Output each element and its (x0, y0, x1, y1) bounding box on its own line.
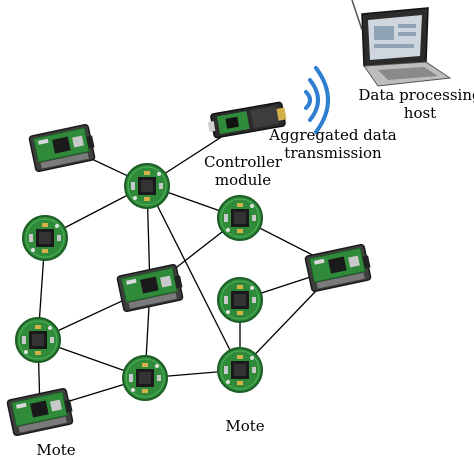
controller-label-line2: module (215, 171, 271, 189)
network-links (37, 124, 339, 411)
mote-rect-center (116, 262, 186, 313)
controller-label-line1: Controller (204, 153, 283, 171)
aggregated-label-line2: transmission (284, 144, 382, 162)
mote-rect-top-left (28, 122, 98, 173)
mote-round-left (22, 215, 68, 261)
mote-label-bottom-left: Mote (36, 441, 75, 458)
host-label-line2: host (404, 104, 436, 122)
mote-round-center-lower (122, 355, 168, 401)
mote-rect-bottom-left (6, 386, 76, 437)
mote-round-left-lower (15, 317, 61, 363)
mote-round-right-upper (217, 195, 263, 241)
wifi-signal-icon (304, 66, 330, 134)
link (146, 184, 241, 371)
mote-rect-right (304, 242, 374, 293)
mote-round-right-middle (217, 277, 263, 323)
mote-label-bottom-center: Mote (225, 417, 264, 435)
host-label-line1: Data processing (358, 86, 474, 104)
mote-round-top-center (124, 163, 170, 209)
aggregated-label-line1: Aggregated data (268, 126, 396, 144)
controller-board-icon (207, 101, 287, 139)
laptop-icon (351, 0, 452, 87)
mote-round-right-lower (217, 347, 263, 393)
